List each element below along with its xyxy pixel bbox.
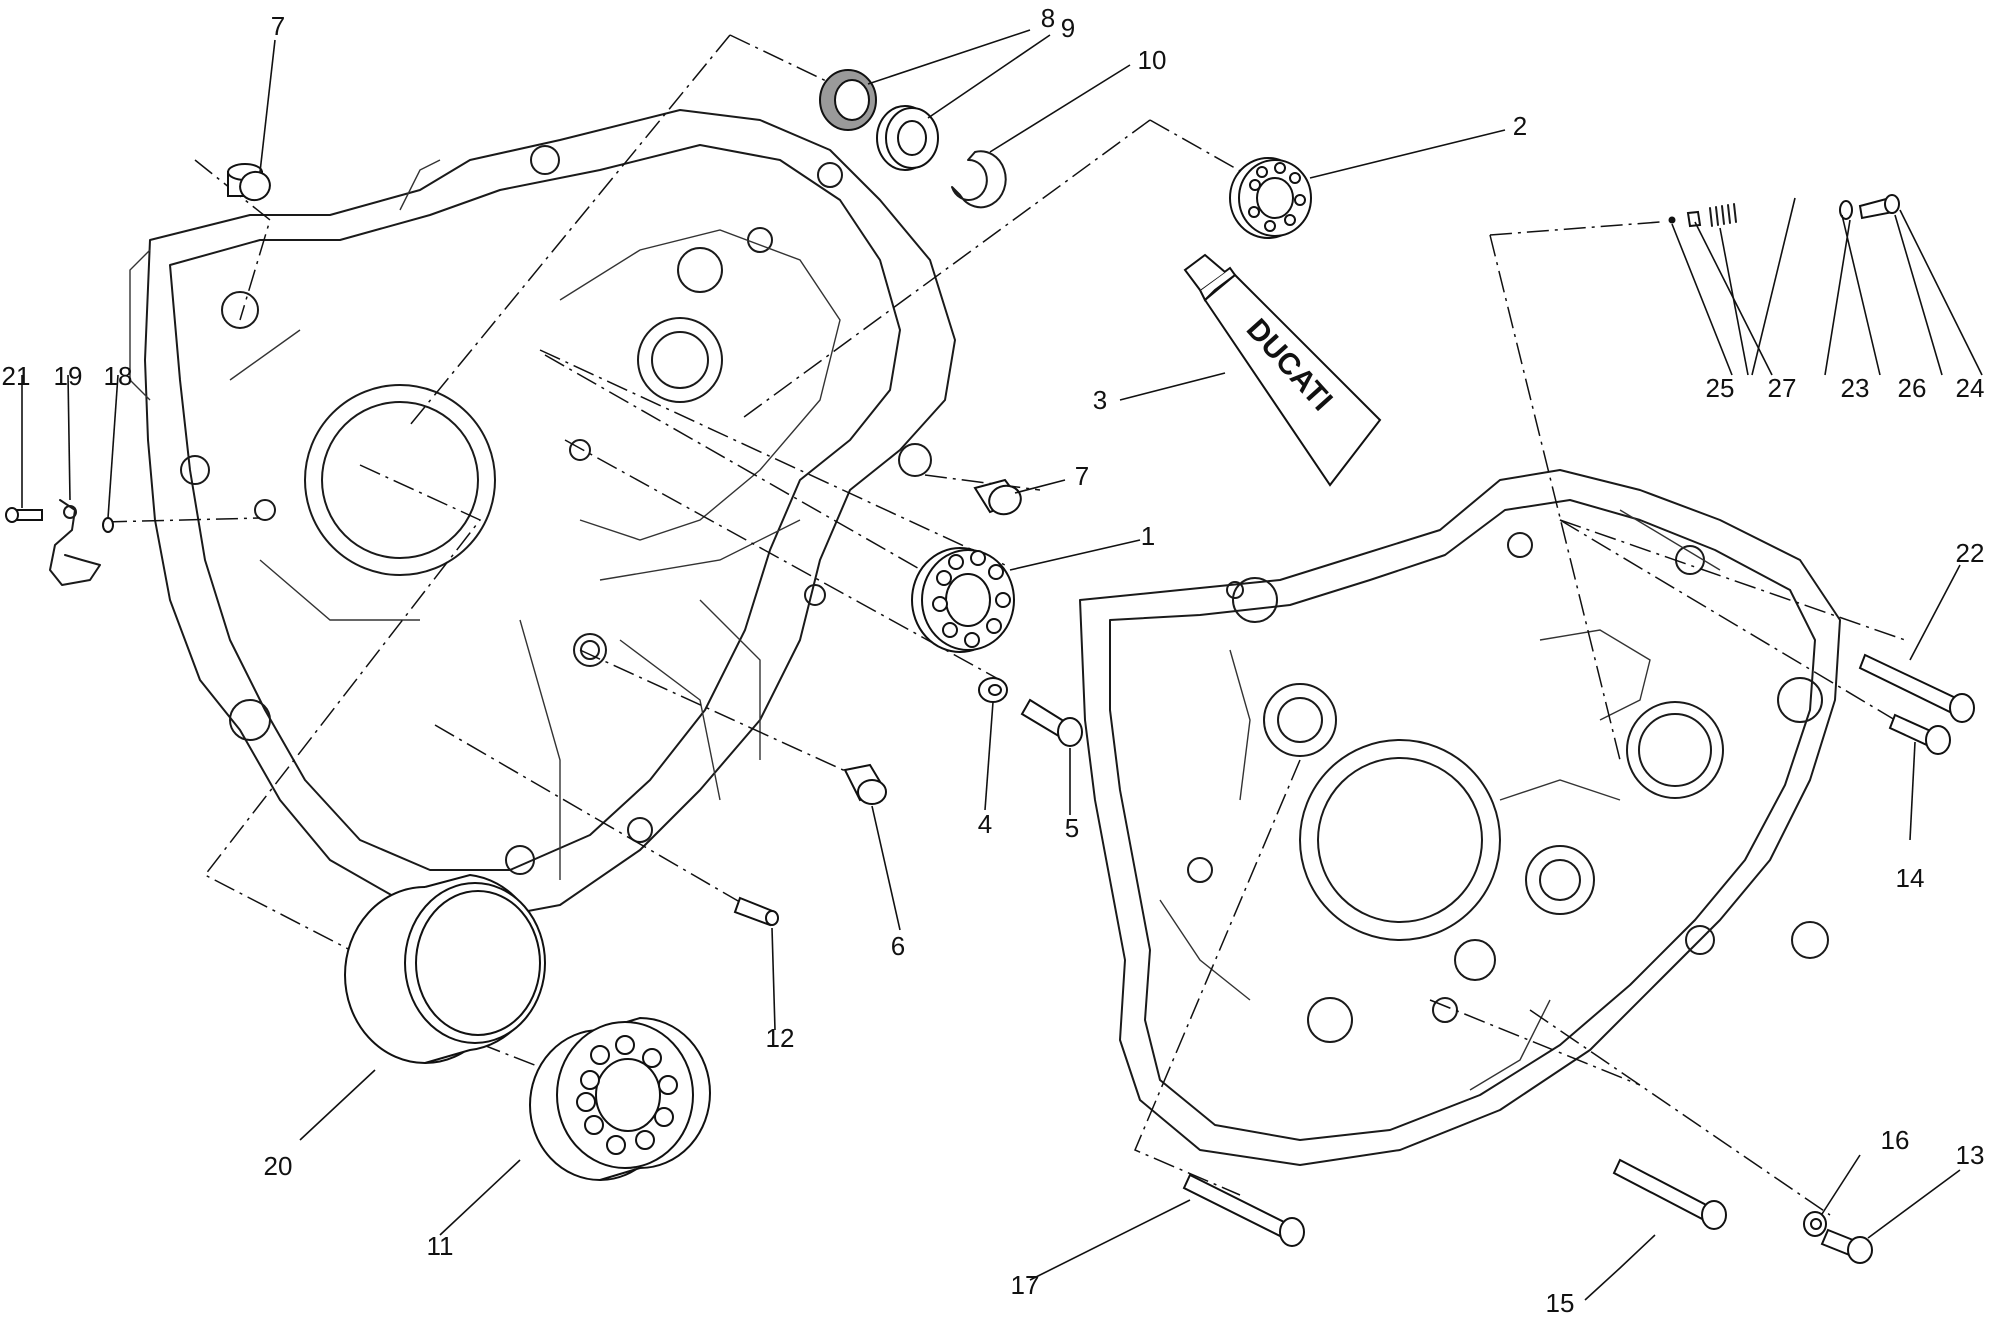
callout-labels: 7 7 8 9 10 2 3 1 4 5 6 12 20 11 17 15 16…	[2, 3, 1985, 1318]
callout-7-top: 7	[271, 11, 285, 41]
left-crankcase-half	[129, 109, 956, 921]
callout-15: 15	[1546, 1288, 1575, 1318]
callout-8: 8	[1041, 3, 1055, 33]
part-21-race	[344, 873, 546, 1064]
callout-9: 9	[1061, 13, 1075, 43]
part-12-grub-screw	[733, 896, 779, 927]
callout-11: 11	[427, 1231, 454, 1261]
part-4-washer	[978, 677, 1008, 703]
parts-18-20-bracket	[5, 499, 114, 586]
callout-21: 20	[264, 1151, 293, 1181]
callout-4: 4	[978, 809, 992, 839]
part-16-washer	[1803, 1211, 1827, 1237]
part-15-bolt	[1612, 1158, 1727, 1230]
callout-7-right: 7	[1075, 461, 1089, 491]
parts-23-27-screw-set	[1668, 194, 1900, 228]
part-5-bolt	[1020, 698, 1083, 747]
part-1-bearing	[911, 547, 1015, 653]
callout-12: 12	[766, 1023, 795, 1053]
callout-20: 21	[2, 361, 31, 391]
part-3-sealant-tube: DUCATI	[1183, 253, 1382, 487]
right-crankcase-half	[1079, 469, 1841, 1166]
part-17-bolt	[1182, 1173, 1305, 1247]
explosion-lines	[104, 34, 1906, 1216]
callout-26: 26	[1898, 373, 1927, 403]
part-2-bearing	[1229, 157, 1312, 239]
callout-18: 18	[104, 361, 133, 391]
callout-3: 3	[1093, 385, 1107, 415]
part-7-bushing-top	[227, 163, 271, 202]
callout-13: 13	[1956, 1140, 1985, 1170]
part-11-roller-bearing	[529, 1016, 711, 1181]
callout-24: 24	[1956, 373, 1985, 403]
callout-25: 25	[1706, 373, 1735, 403]
callout-23: 23	[1841, 373, 1870, 403]
part-10-circlip	[951, 150, 1007, 209]
callout-14: 14	[1896, 863, 1925, 893]
part-9-bearing	[876, 105, 939, 171]
callout-10: 10	[1138, 45, 1167, 75]
callout-5: 5	[1065, 813, 1079, 843]
part-6-plug	[843, 763, 887, 805]
callout-16: 16	[1881, 1125, 1910, 1155]
part-22-bolt	[1858, 653, 1975, 723]
callout-27: 27	[1768, 373, 1797, 403]
callout-6: 6	[891, 931, 905, 961]
callout-22: 22	[1956, 538, 1985, 568]
callout-2: 2	[1513, 111, 1527, 141]
leader-lines	[21, 29, 1983, 1301]
callout-1: 1	[1141, 521, 1155, 551]
callout-19: 19	[54, 361, 83, 391]
part-13-bolt	[1820, 1228, 1873, 1264]
part-8-seal	[819, 69, 877, 131]
part-7-bushing-right	[973, 478, 1022, 516]
part-14-bolt	[1888, 713, 1951, 755]
callout-17: 17	[1011, 1270, 1040, 1300]
